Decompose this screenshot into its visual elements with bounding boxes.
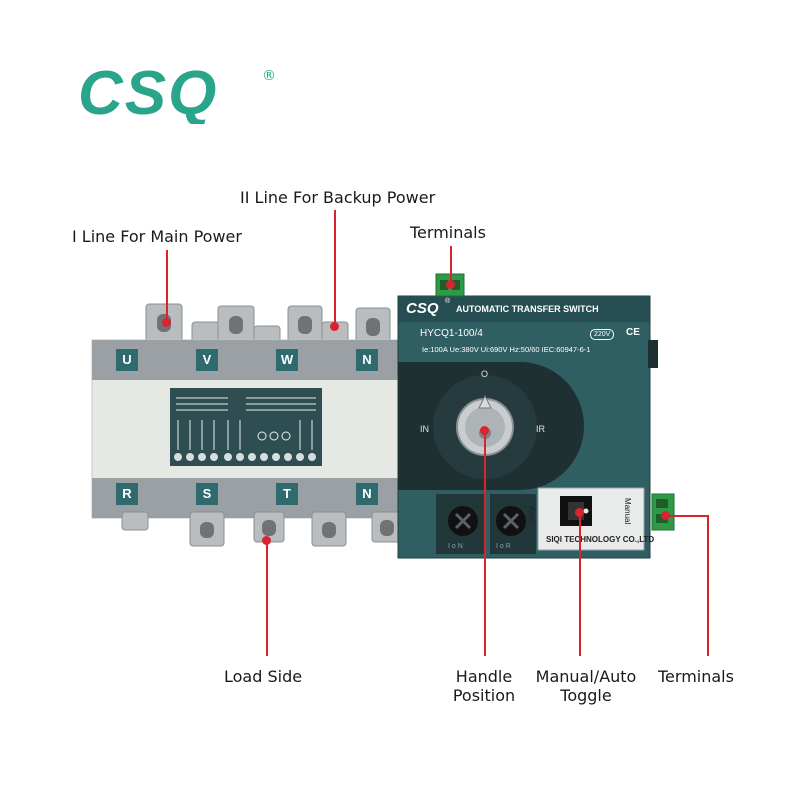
callout-backup-power: II Line For Backup Power: [240, 188, 436, 207]
leader-dot-load-side: [262, 536, 271, 545]
leader-dot-terminals-top: [446, 280, 455, 289]
callout-toggle-line2: Toggle: [560, 686, 612, 705]
callout-terminals-right: Terminals: [658, 667, 734, 686]
callout-load-side: Load Side: [224, 667, 303, 686]
phase-label-bottom-1: R: [116, 483, 138, 505]
leader-backup-power: [334, 210, 336, 326]
callout-terminals-top: Terminals: [410, 223, 486, 242]
button-ir-label: I o R: [496, 543, 511, 550]
brand-logo: CSQ: [78, 59, 288, 128]
phase-label-top-2: V: [196, 349, 218, 371]
position-zero-label: O: [481, 369, 489, 379]
position-ir-label: IR: [536, 424, 545, 434]
callout-handle-line2: Position: [452, 686, 516, 705]
leader-dot-main-power: [162, 318, 171, 327]
controller-title: AUTOMATIC TRANSFER SWITCH: [456, 304, 599, 314]
leader-terminals-right-v: [707, 515, 709, 656]
callout-toggle-line1: Manual/Auto: [535, 667, 637, 686]
leader-dot-toggle: [575, 508, 584, 517]
leader-dot-handle-position: [480, 426, 489, 435]
callout-handle-line1: Handle: [455, 667, 513, 686]
leader-dot-terminals-right: [661, 511, 670, 520]
phase-label-top-1: U: [116, 349, 138, 371]
controller-maker: SIQI TECHNOLOGY CO.,LTD: [546, 535, 655, 544]
auto-label: Auto: [527, 506, 536, 523]
callout-main-power: I Line For Main Power: [72, 227, 242, 246]
voltage-badge: 220V: [590, 329, 615, 340]
wiring-diagram-plate: [170, 388, 322, 466]
ce-mark: CE: [626, 327, 640, 338]
brand-name: CSQ: [78, 62, 218, 124]
manual-label: Manual: [623, 498, 632, 525]
phase-label-top-3: W: [276, 349, 298, 371]
controller-model: HYCQ1-100/4: [420, 328, 483, 339]
callout-handle-position: Handle Position: [442, 667, 526, 705]
phase-label-bottom-4: N: [356, 483, 378, 505]
phase-label-bottom-3: T: [276, 483, 298, 505]
leader-dot-backup-power: [330, 322, 339, 331]
leader-terminals-top: [450, 246, 452, 284]
position-in-label: IN: [420, 424, 429, 434]
controller-registered-mark: ®: [445, 298, 451, 305]
phase-label-bottom-2: S: [196, 483, 218, 505]
leader-main-power: [166, 250, 168, 322]
controller-brand: CSQ: [406, 300, 439, 317]
leader-load-side: [266, 540, 268, 656]
phase-label-top-4: N: [356, 349, 378, 371]
registered-mark: ®: [262, 68, 276, 84]
leader-handle-position: [484, 430, 486, 656]
callout-toggle: Manual/Auto Toggle: [526, 667, 646, 705]
controller-spec-line: Ie:100A Ue:380V Ui:690V Hz:50/60 IEC:609…: [422, 345, 591, 354]
leader-terminals-right-h: [666, 515, 708, 517]
leader-toggle: [579, 512, 581, 656]
button-in-label: I o N: [448, 543, 463, 550]
